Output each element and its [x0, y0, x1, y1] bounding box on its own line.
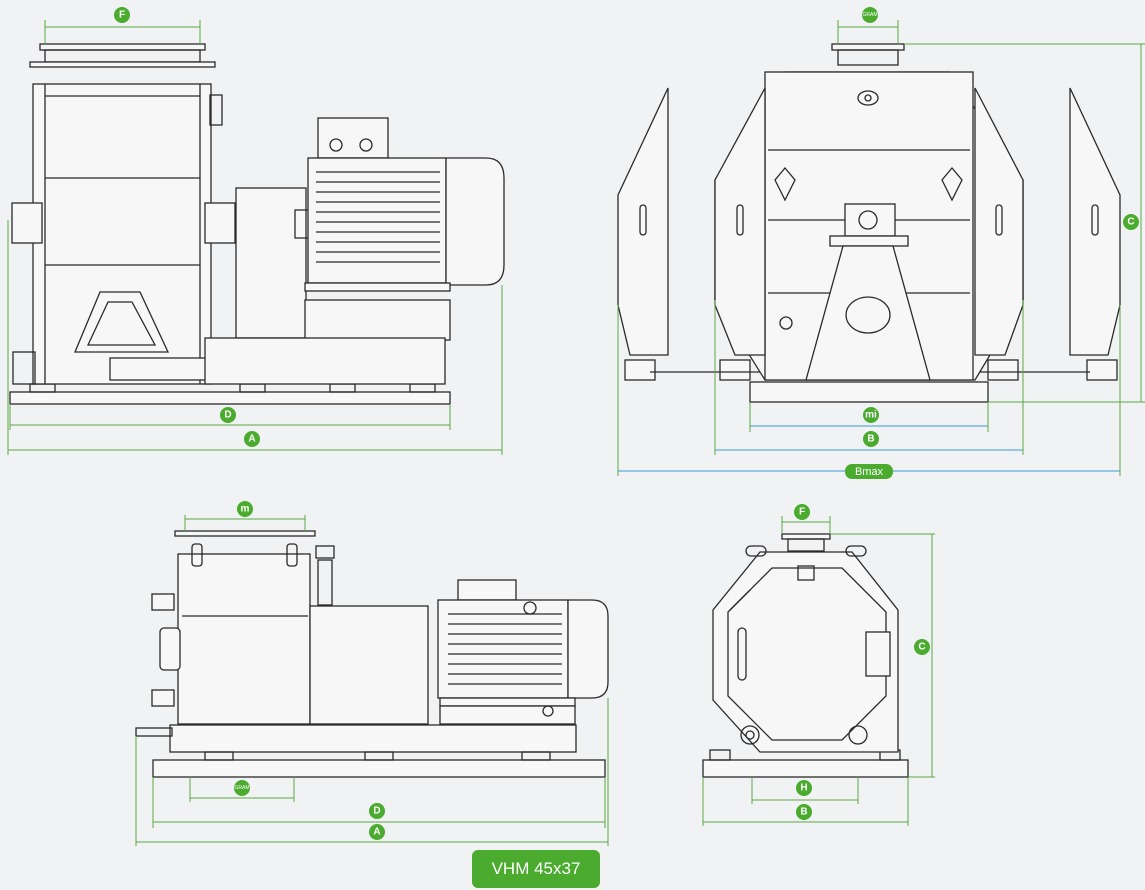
- bearing-block: [844, 203, 896, 237]
- dims-bottom-left: [135, 515, 609, 846]
- terminal-box: [317, 117, 389, 159]
- model-name-button[interactable]: VHM 45x37: [472, 850, 600, 888]
- badge-gram-top-right: GRAM: [862, 7, 878, 23]
- svg-text:GRAM: GRAM: [863, 12, 878, 18]
- dims-bottom-right: [702, 516, 935, 826]
- side-view-bottom-left: [135, 530, 609, 778]
- badge-f-bottom-right: F: [794, 504, 810, 520]
- side-clamp: [204, 202, 236, 244]
- badge-a-bottom-left: A: [369, 824, 385, 840]
- base-foot: [239, 383, 266, 393]
- svg-text:mi: mi: [865, 410, 877, 421]
- top-bracket: [209, 94, 223, 126]
- badge-d-bottom-left: D: [369, 803, 385, 819]
- inlet-flange: [831, 43, 905, 51]
- open-door-left-outer: [617, 87, 669, 356]
- base-foot: [29, 383, 56, 393]
- door-handle: [159, 627, 181, 671]
- badge-bmax-top-right: Bmax: [845, 464, 893, 479]
- inlet-neck: [44, 49, 201, 63]
- octagon-door: [727, 567, 887, 741]
- inlet-flange: [174, 530, 316, 537]
- front-view-bottom-right: [702, 533, 909, 778]
- foot-pad: [987, 359, 1019, 381]
- base-frame: [152, 759, 606, 778]
- base-foot: [409, 383, 436, 393]
- svg-text:F: F: [119, 10, 125, 21]
- motor-body: [437, 599, 569, 699]
- badge-gram-bottom-left: GRAM: [234, 780, 250, 796]
- badge-f-top-left: F: [114, 7, 130, 23]
- base-frame: [9, 391, 451, 405]
- motor-fan-cover: [445, 157, 505, 286]
- badge-m-bottom-left: m: [237, 501, 253, 517]
- motor-body: [307, 157, 447, 284]
- motor-base: [439, 705, 576, 725]
- svg-text:F: F: [799, 507, 805, 518]
- inlet-plate: [29, 61, 216, 68]
- badge-c-bottom-right: C: [914, 639, 930, 655]
- coupling-housing: [309, 605, 429, 725]
- svg-text:D: D: [373, 806, 380, 817]
- svg-text:B: B: [867, 434, 874, 445]
- foot-pad: [1086, 359, 1118, 381]
- badge-mi-top-right: mi: [863, 407, 879, 423]
- open-door-right-outer: [1069, 87, 1121, 356]
- base-foot: [329, 383, 356, 393]
- svg-text:GRAM: GRAM: [235, 785, 250, 791]
- base-frame: [749, 381, 989, 403]
- svg-text:C: C: [918, 642, 925, 653]
- hinge-block: [865, 631, 891, 677]
- inlet-flange: [39, 43, 206, 51]
- badge-a-top-left: A: [244, 431, 260, 447]
- svg-text:C: C: [1127, 217, 1134, 228]
- handle: [151, 593, 175, 611]
- terminal-box: [457, 579, 517, 601]
- open-door-left-inner: [714, 87, 766, 356]
- badge-b-top-right: B: [863, 431, 879, 447]
- foot-pad: [624, 359, 656, 381]
- chamber-body: [177, 553, 311, 725]
- foot-pad: [719, 359, 751, 381]
- drain-pipe: [135, 727, 173, 737]
- motor-pedestal: [304, 299, 451, 341]
- pedestal: [805, 245, 931, 381]
- svg-text:B: B: [800, 807, 807, 818]
- base-frame: [702, 759, 909, 778]
- side-latch: [317, 559, 333, 606]
- discharge-opening: [74, 291, 170, 353]
- motor-base: [304, 282, 451, 292]
- open-door-right-inner: [974, 87, 1024, 356]
- badge-b-bottom-right: B: [796, 804, 812, 820]
- svg-text:A: A: [373, 827, 380, 838]
- svg-text:D: D: [224, 410, 231, 421]
- side-clamp: [11, 202, 43, 244]
- front-view-top-right: [617, 43, 1121, 403]
- inlet-flange: [781, 533, 831, 540]
- handle: [151, 689, 175, 707]
- frame-rail: [169, 724, 577, 753]
- svg-text:A: A: [248, 434, 255, 445]
- svg-text:H: H: [800, 783, 807, 794]
- svg-text:Bmax: Bmax: [855, 466, 884, 478]
- side-view-top-left: [9, 43, 505, 405]
- badge-h-bottom-right: H: [796, 780, 812, 796]
- pedestal-frame: [204, 337, 446, 385]
- badge-d-top-left: D: [220, 407, 236, 423]
- motor-fan-cover: [567, 599, 609, 699]
- svg-text:m: m: [241, 504, 250, 515]
- dims-top-right: [617, 20, 1145, 476]
- badge-c-top-right: C: [1123, 214, 1139, 230]
- dims-top-left: [7, 20, 503, 455]
